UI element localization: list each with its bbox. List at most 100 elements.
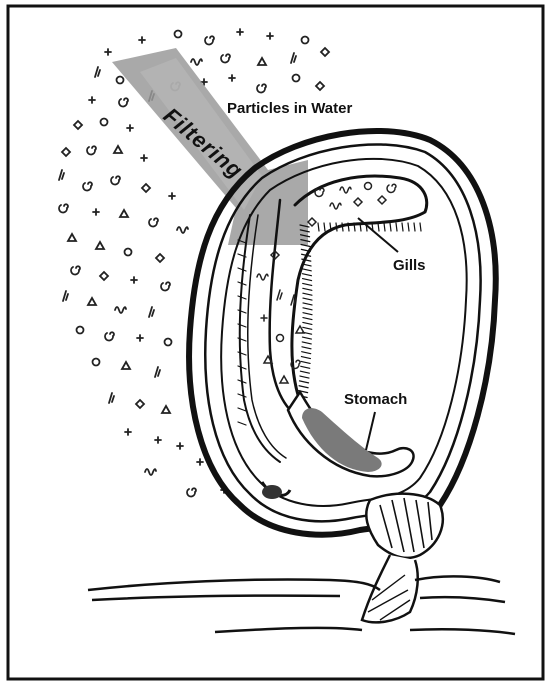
particle bbox=[261, 315, 267, 321]
gill-tick bbox=[303, 288, 312, 290]
gill-tick bbox=[303, 313, 312, 315]
seabed-lines bbox=[88, 576, 515, 634]
particle bbox=[258, 58, 266, 65]
gill-tick bbox=[303, 308, 312, 310]
particle bbox=[277, 335, 284, 342]
particle bbox=[155, 367, 160, 377]
particle bbox=[139, 37, 145, 43]
particle bbox=[187, 488, 196, 496]
gill-tick bbox=[299, 386, 308, 388]
particle bbox=[71, 266, 80, 274]
particle bbox=[93, 209, 99, 215]
particle bbox=[149, 218, 158, 226]
particle bbox=[177, 443, 183, 449]
gill-tick bbox=[301, 361, 310, 363]
gill-tick bbox=[238, 394, 246, 397]
gill-tick bbox=[396, 223, 397, 231]
particle bbox=[221, 54, 230, 62]
particle bbox=[156, 254, 164, 262]
gill-tick bbox=[384, 223, 385, 231]
particle bbox=[229, 75, 235, 81]
particle bbox=[117, 77, 124, 84]
particle bbox=[197, 459, 203, 465]
gill-tick bbox=[238, 408, 246, 411]
particle bbox=[191, 59, 202, 65]
particle bbox=[330, 203, 341, 209]
gill-tick bbox=[303, 322, 312, 324]
gill-tick bbox=[303, 283, 312, 285]
stomach-leader-line bbox=[366, 412, 375, 450]
particle bbox=[74, 121, 82, 129]
particle bbox=[169, 193, 175, 199]
particle bbox=[354, 198, 362, 206]
gill-tick bbox=[336, 223, 337, 231]
particle bbox=[277, 290, 282, 300]
gill-tick bbox=[378, 223, 379, 231]
gill-tick bbox=[408, 223, 409, 231]
gill-tick bbox=[420, 223, 421, 231]
particle bbox=[68, 234, 76, 241]
particle bbox=[340, 187, 351, 193]
particle bbox=[378, 196, 386, 204]
oyster-shell bbox=[189, 131, 496, 535]
particle bbox=[105, 49, 111, 55]
gill-tick bbox=[302, 269, 311, 271]
particle bbox=[365, 183, 372, 190]
particle bbox=[205, 36, 214, 44]
particle bbox=[105, 332, 114, 340]
particle bbox=[115, 307, 126, 313]
particle bbox=[177, 227, 188, 233]
particle bbox=[145, 469, 156, 475]
gill-tick bbox=[238, 268, 246, 271]
gill-tick bbox=[414, 223, 415, 231]
particle bbox=[83, 182, 92, 190]
particle bbox=[291, 53, 296, 63]
gill-tick bbox=[302, 347, 311, 349]
particle bbox=[59, 204, 68, 212]
particle bbox=[155, 437, 161, 443]
particle bbox=[387, 184, 396, 192]
particle bbox=[131, 277, 137, 283]
particle bbox=[120, 210, 128, 217]
particle bbox=[316, 82, 324, 90]
particle bbox=[114, 146, 122, 153]
particle bbox=[308, 218, 316, 226]
gill-tick bbox=[301, 366, 310, 368]
gill-tick bbox=[301, 357, 310, 359]
particle bbox=[88, 298, 96, 305]
gill-tick bbox=[238, 422, 246, 425]
particle bbox=[315, 188, 324, 196]
particle bbox=[100, 272, 108, 280]
particle bbox=[267, 33, 273, 39]
particle bbox=[257, 274, 268, 280]
particle bbox=[95, 67, 100, 77]
particle bbox=[93, 359, 100, 366]
particle bbox=[59, 170, 64, 180]
stomach-label: Stomach bbox=[344, 391, 407, 408]
particle bbox=[77, 327, 84, 334]
particles-label: Particles in Water bbox=[227, 100, 352, 117]
particle bbox=[141, 155, 147, 161]
gill-tick bbox=[302, 352, 311, 354]
oyster-hinge bbox=[362, 494, 443, 623]
particle bbox=[142, 184, 150, 192]
particle bbox=[111, 176, 120, 184]
particle bbox=[101, 119, 108, 126]
gill-tick bbox=[402, 223, 403, 231]
particle bbox=[119, 98, 128, 106]
particle bbox=[109, 393, 114, 403]
gill-tick bbox=[300, 381, 309, 383]
particle bbox=[237, 29, 243, 35]
particle bbox=[136, 400, 144, 408]
gill-tick bbox=[300, 376, 309, 378]
gill-tick bbox=[303, 318, 312, 320]
gill-tick bbox=[324, 223, 325, 231]
particle bbox=[87, 146, 96, 154]
gill-tick bbox=[302, 274, 311, 276]
gill-tick bbox=[302, 342, 311, 344]
particle bbox=[162, 406, 170, 413]
particle bbox=[137, 335, 143, 341]
particle bbox=[125, 429, 131, 435]
gill-tick bbox=[238, 352, 246, 355]
